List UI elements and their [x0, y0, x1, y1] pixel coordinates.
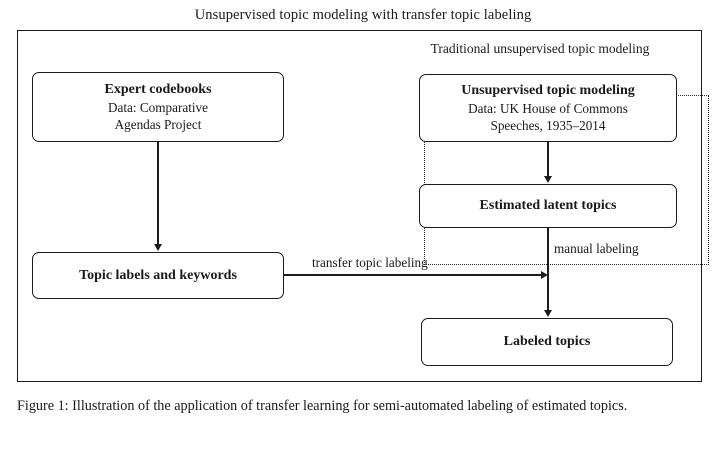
figure-title: Unsupervised topic modeling with transfe… [194, 7, 532, 23]
node-expert-codebooks-line2: Agendas Project [114, 117, 202, 132]
node-estimated-latent-topics: Estimated latent topics [419, 184, 677, 228]
edge-label-manual-labeling: manual labeling [554, 241, 639, 256]
node-unsupervised-topic-modeling-title: Unsupervised topic modeling [461, 82, 635, 98]
node-unsupervised-topic-modeling-line1: Data: UK House of Commons [468, 100, 628, 116]
edge-expert-codebooks-to-topic-labels [157, 142, 159, 245]
node-topic-labels-and-keywords-title: Topic labels and keywords [79, 267, 237, 283]
node-expert-codebooks: Expert codebooks Data: Comparative Agend… [32, 72, 284, 142]
node-unsupervised-topic-modeling: Unsupervised topic modeling Data: UK Hou… [419, 74, 677, 142]
node-expert-codebooks-line1: Data: Comparative [108, 99, 208, 115]
node-labeled-topics: Labeled topics [421, 318, 673, 366]
node-estimated-latent-topics-title: Estimated latent topics [479, 198, 617, 213]
figure-caption: Figure 1: Illustration of the applicatio… [17, 398, 628, 414]
node-expert-codebooks-title: Expert codebooks [104, 81, 212, 97]
edge-label-transfer-topic-labeling: transfer topic labeling [312, 255, 428, 270]
edge-latent-topics-to-labeled-topics [547, 228, 549, 311]
edge-unsupervised-to-latent-topics [547, 142, 549, 177]
node-unsupervised-topic-modeling-line2: Speeches, 1935–2014 [490, 118, 606, 133]
arrowhead-down-icon [153, 244, 162, 251]
arrowhead-down-icon [543, 310, 552, 317]
arrowhead-down-icon [543, 176, 552, 183]
edge-topic-labels-to-manual-trunk [284, 274, 542, 276]
traditional-pipeline-group-label: Traditional unsupervised topic modeling [430, 41, 650, 56]
node-topic-labels-and-keywords: Topic labels and keywords [32, 252, 284, 299]
node-labeled-topics-title: Labeled topics [503, 334, 591, 349]
arrowhead-right-icon [541, 271, 548, 279]
